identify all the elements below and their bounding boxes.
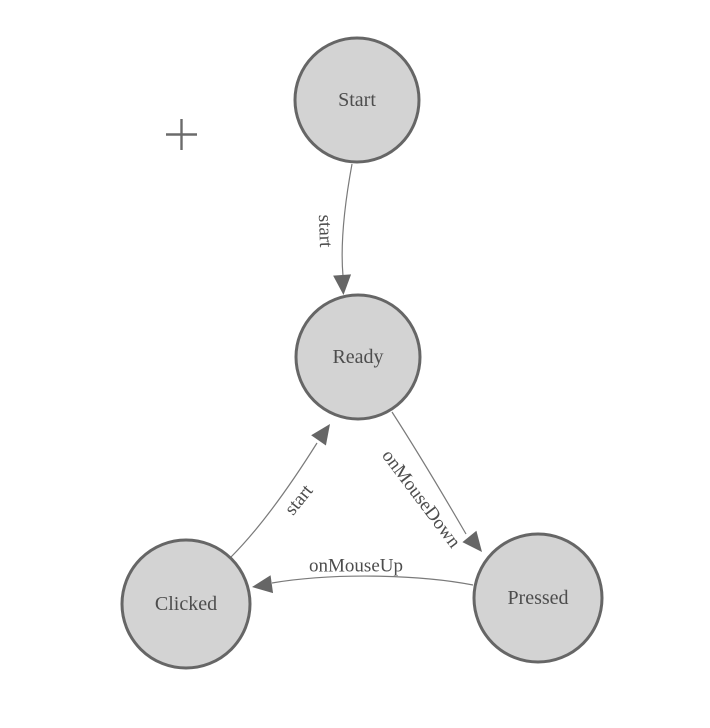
arrowhead-icon-clicked-to-ready [311, 424, 330, 446]
origin-marker-layer [166, 119, 197, 150]
state-node-clicked[interactable]: Clicked [120, 538, 252, 670]
transition-pressed-to-clicked[interactable] [251, 575, 474, 596]
edge-line-ready-to-pressed[interactable] [391, 411, 467, 535]
state-label-start: Start [338, 89, 376, 111]
state-node-pressed[interactable]: Pressed [472, 532, 604, 664]
arrowhead-icon-pressed-to-clicked [252, 575, 274, 594]
state-label-clicked: Clicked [155, 593, 217, 615]
state-circle-clicked[interactable] [120, 538, 252, 670]
arrowhead-icon-start-to-ready [333, 274, 352, 295]
origin-cross-icon [166, 119, 197, 150]
edge-label-start-to-ready[interactable]: start [314, 214, 336, 248]
transition-start-to-ready[interactable] [333, 163, 353, 296]
arrowhead-icon-ready-to-pressed [462, 530, 482, 552]
state-label-pressed: Pressed [507, 587, 568, 609]
state-node-ready[interactable]: Ready [294, 293, 422, 421]
transition-ready-to-pressed[interactable] [391, 411, 489, 558]
edge-label-clicked-to-ready[interactable]: start [281, 480, 318, 519]
edge-label-pressed-to-clicked[interactable]: onMouseUp [309, 556, 403, 577]
edge-line-start-to-ready[interactable] [341, 163, 353, 277]
edges-layer [230, 163, 489, 596]
state-circle-ready[interactable] [294, 293, 422, 421]
state-node-start[interactable]: Start [293, 36, 421, 164]
edge-line-pressed-to-clicked[interactable] [271, 575, 474, 586]
state-label-ready: Ready [332, 346, 383, 368]
edge-label-ready-to-pressed[interactable]: onMouseDown [377, 446, 465, 553]
edge-line-clicked-to-ready[interactable] [230, 442, 318, 558]
state-circle-pressed[interactable] [472, 532, 604, 664]
transition-clicked-to-ready[interactable] [230, 419, 337, 558]
state-circle-start[interactable] [293, 36, 421, 164]
